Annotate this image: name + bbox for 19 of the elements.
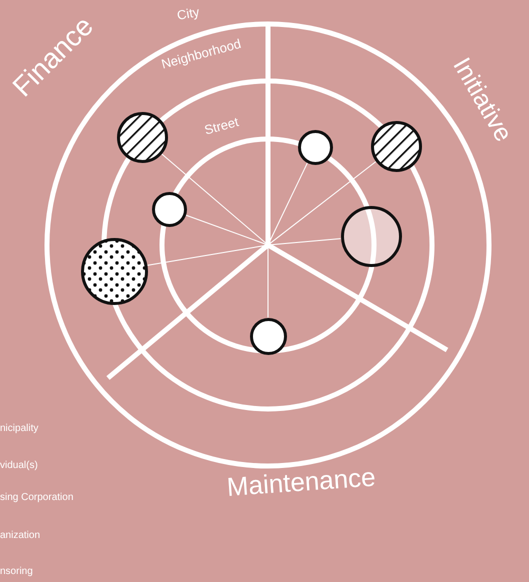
- category-text: nsoring: [0, 567, 33, 577]
- connector-line: [269, 238, 342, 246]
- hatched-circle: [116, 112, 168, 162]
- category-text: sing Corporation: [0, 493, 74, 503]
- category-text: anization: [0, 531, 40, 541]
- hatched-circle: [370, 120, 422, 172]
- connector-line: [160, 153, 268, 245]
- ring-label: City: [176, 5, 200, 22]
- connector-line: [268, 161, 376, 245]
- ring-label: Street: [203, 115, 240, 137]
- category-text: nicipality: [0, 424, 38, 434]
- sector-label: Maintenance: [226, 464, 376, 500]
- dotted-circle: [80, 238, 148, 304]
- category-text: vidual(s): [0, 461, 38, 471]
- circle-marker: [250, 318, 286, 354]
- connector-line: [184, 214, 268, 245]
- circle-marker: [152, 192, 186, 226]
- circle-marker: [340, 206, 402, 266]
- circle-marker: [298, 130, 332, 164]
